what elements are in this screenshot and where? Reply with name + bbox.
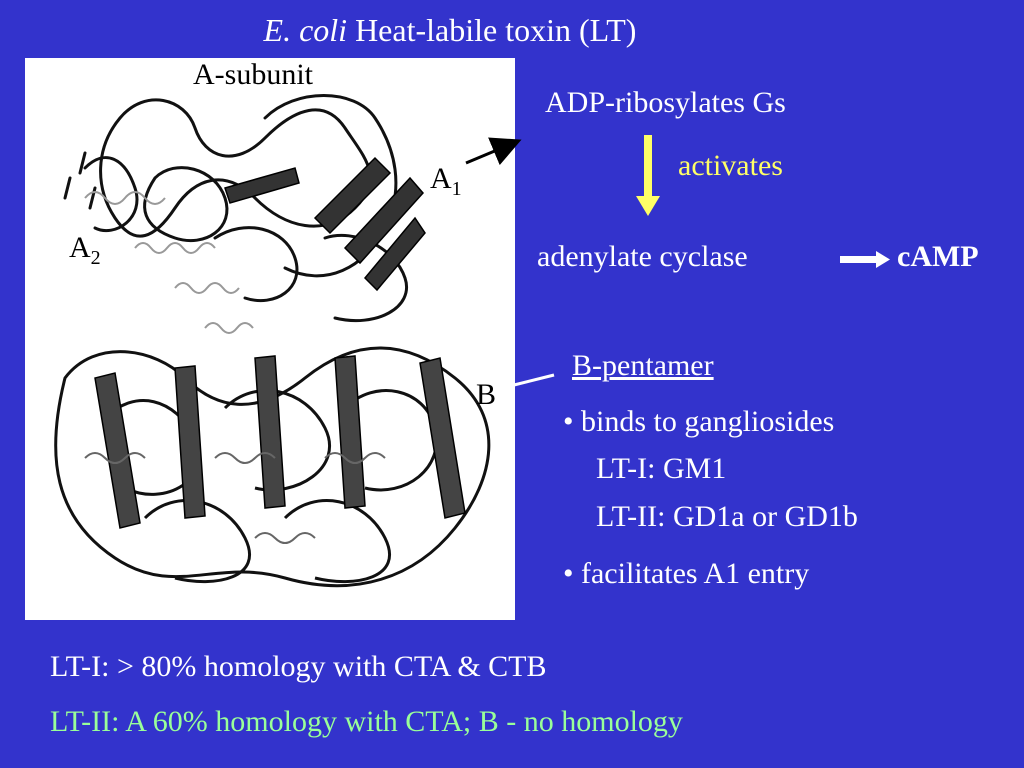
a2-label-main: A (69, 231, 91, 264)
a1-label-main: A (430, 162, 452, 195)
camp-text: cAMP (897, 240, 979, 273)
slide-title: E. coli Heat-labile toxin (LT) (0, 12, 900, 49)
lt2-homology-text: LT-II: A 60% homology with CTA; B - no h… (50, 705, 683, 738)
a1-label: A1 (430, 162, 462, 201)
activates-text: activates (678, 149, 783, 182)
title-text: Heat-labile toxin (LT) (347, 12, 637, 48)
ribbon-structure-drawing (54, 94, 491, 588)
a-subunit-label: A-subunit (193, 58, 313, 91)
a2-label-sub: 2 (90, 247, 101, 269)
lt2-gd-text: LT-II: GD1a or GD1b (596, 500, 858, 533)
facilitates-entry-bullet: • facilitates A1 entry (563, 557, 810, 590)
adenylate-cyclase-text: adenylate cyclase (537, 240, 748, 273)
lt1-homology-text: LT-I: > 80% homology with CTA & CTB (50, 650, 547, 683)
camp-right-arrow (840, 251, 890, 268)
protein-structure-figure: A-subunit A2 A1 B (25, 58, 515, 620)
b-pentamer-heading: B-pentamer (572, 349, 714, 382)
a1-pointer-arrow (465, 137, 522, 166)
b-label: B (476, 378, 497, 411)
activates-down-arrow (636, 135, 660, 216)
b-pointer-line (513, 373, 555, 387)
a2-label: A2 (69, 231, 101, 270)
a1-label-sub: 1 (451, 178, 462, 200)
lt1-gm1-text: LT-I: GM1 (596, 452, 727, 485)
adp-ribosylates-text: ADP-ribosylates Gs (545, 86, 786, 119)
binds-gangliosides-bullet: • binds to gangliosides (563, 405, 835, 438)
title-organism: E. coli (263, 12, 348, 48)
